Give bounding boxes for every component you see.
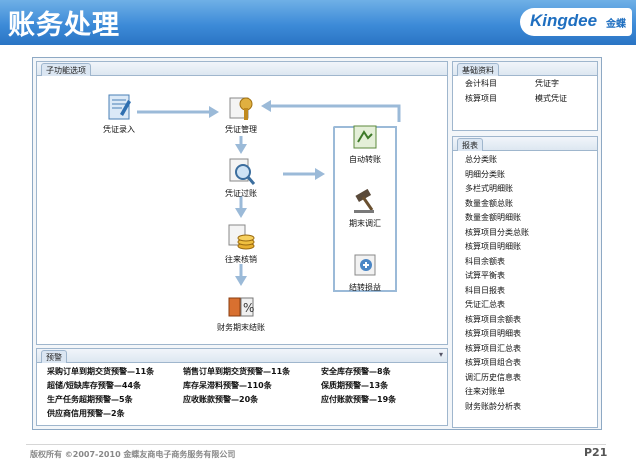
pl-transfer-icon [354, 254, 376, 276]
report-link[interactable]: 科目日报表 [465, 285, 505, 295]
warning-item[interactable]: 超储/短缺库存预警—44条 [47, 381, 142, 390]
reports-header [453, 137, 597, 151]
warning-item[interactable]: 应付账款预警—19条 [321, 395, 397, 404]
report-link[interactable]: 明细分类账 [465, 169, 505, 179]
auto-transfer-icon [353, 125, 377, 149]
basic-data-link[interactable]: 模式凭证 [535, 94, 567, 103]
report-link[interactable]: 财务账龄分析表 [465, 401, 521, 411]
node-pl-transfer[interactable]: 结转损益 [337, 250, 393, 293]
reconcile-label: 往来核销 [225, 255, 257, 264]
warning-item[interactable]: 安全库存预警—8条 [321, 367, 391, 376]
report-link[interactable]: 调汇历史信息表 [465, 372, 521, 382]
warning-item[interactable]: 应收账款预警—20条 [183, 395, 259, 404]
period-end-close-icon: % [228, 297, 254, 317]
pl-transfer-label: 结转损益 [349, 283, 381, 292]
tab-subfunction[interactable]: 子功能选项 [41, 63, 91, 76]
report-link[interactable]: 科目余额表 [465, 256, 505, 266]
warning-item[interactable]: 供应商信用预警—2条 [47, 409, 125, 418]
footer-divider [26, 444, 606, 445]
period-end-close-label: 财务期末结账 [217, 323, 265, 332]
collapse-icon[interactable]: ▾ [438, 350, 443, 359]
tab-warnings[interactable]: 预警 [41, 350, 67, 363]
flow-arrows [137, 100, 401, 286]
warning-item[interactable]: 保质期预警—13条 [321, 381, 389, 390]
reports-panel: 报表 总分类账明细分类账多栏式明细账数量金额总账数量金额明细账核算项目分类总账核… [452, 136, 598, 428]
subfunction-panel: 子功能选项 凭证录入 [36, 61, 448, 345]
node-voucher-entry[interactable]: 凭证录入 [97, 92, 141, 135]
report-link[interactable]: 核算项目组合表 [465, 358, 521, 367]
reconcile-icon [228, 224, 255, 250]
voucher-manage-icon [229, 97, 253, 120]
warning-item[interactable]: 采购订单到期交货预警—11条 [47, 367, 155, 376]
report-link[interactable]: 核算项目分类总账 [465, 227, 529, 237]
node-auto-transfer[interactable]: 自动转账 [337, 122, 393, 165]
slide-header: 账务处理 Kingdee 金蝶 [0, 0, 636, 45]
warnings-header [37, 349, 447, 363]
report-link[interactable]: 核算项目余额表 [465, 314, 521, 324]
report-link[interactable]: 核算项目明细表 [465, 329, 521, 338]
subfunction-header [37, 62, 447, 76]
voucher-entry-label: 凭证录入 [103, 125, 135, 134]
gavel-icon [354, 188, 374, 213]
report-link[interactable]: 多栏式明细账 [465, 184, 513, 193]
report-link[interactable]: 往来对账单 [465, 387, 505, 396]
voucher-manage-label: 凭证管理 [225, 125, 257, 134]
node-reconcile[interactable]: 往来核销 [217, 222, 265, 265]
basic-data-link[interactable]: 核算项目 [465, 94, 497, 103]
report-link[interactable]: 试算平衡表 [465, 271, 505, 280]
footer-copyright: 版权所有 ©2007-2010 金蝶友商电子商务服务有限公司 [30, 450, 236, 459]
warning-item[interactable]: 库存呆滞料预警—110条 [183, 381, 272, 390]
bracket-right [377, 126, 397, 292]
page-number: P21 [584, 446, 608, 459]
node-period-adjust[interactable]: 期末调汇 [337, 186, 393, 229]
warning-item[interactable]: 生产任务超期预警—5条 [47, 395, 133, 404]
node-voucher-post[interactable]: 凭证过账 [217, 156, 265, 199]
voucher-post-label: 凭证过账 [225, 189, 257, 198]
report-link[interactable]: 核算项目汇总表 [465, 343, 521, 353]
basic-data-link[interactable]: 会计科目 [465, 79, 497, 88]
report-link[interactable]: 凭证汇总表 [465, 300, 505, 309]
report-link[interactable]: 数量金额总账 [465, 198, 513, 208]
logo-text: Kingdee [530, 11, 598, 30]
tab-reports[interactable]: 报表 [457, 138, 483, 151]
warning-item[interactable]: 销售订单到期交货预警—11条 [183, 367, 291, 376]
auto-transfer-label: 自动转账 [349, 155, 381, 164]
basic-data-panel: 基础资料 会计科目 凭证字 核算项目 模式凭证 [452, 61, 598, 131]
node-voucher-manage[interactable]: 凭证管理 [217, 92, 265, 135]
svg-text:%: % [243, 301, 254, 315]
slide-title: 账务处理 [8, 10, 120, 41]
period-adjust-label: 期末调汇 [349, 219, 381, 228]
tab-basic-data[interactable]: 基础资料 [457, 63, 499, 76]
node-period-end-close[interactable]: % 财务期末结账 [211, 290, 271, 333]
warnings-panel: 预警 ▾ 采购订单到期交货预警—11条 销售订单到期交货预警—11条 安全库存预… [36, 348, 448, 426]
voucher-post-icon [229, 158, 256, 185]
report-link[interactable]: 核算项目明细账 [465, 242, 521, 251]
report-link[interactable]: 总分类账 [465, 155, 497, 164]
kingdee-logo: Kingdee 金蝶 [520, 8, 632, 36]
logo-cn: 金蝶 [606, 19, 626, 30]
basic-data-link[interactable]: 凭证字 [535, 79, 559, 88]
report-link[interactable]: 数量金额明细账 [465, 213, 521, 222]
voucher-entry-icon [108, 94, 131, 120]
